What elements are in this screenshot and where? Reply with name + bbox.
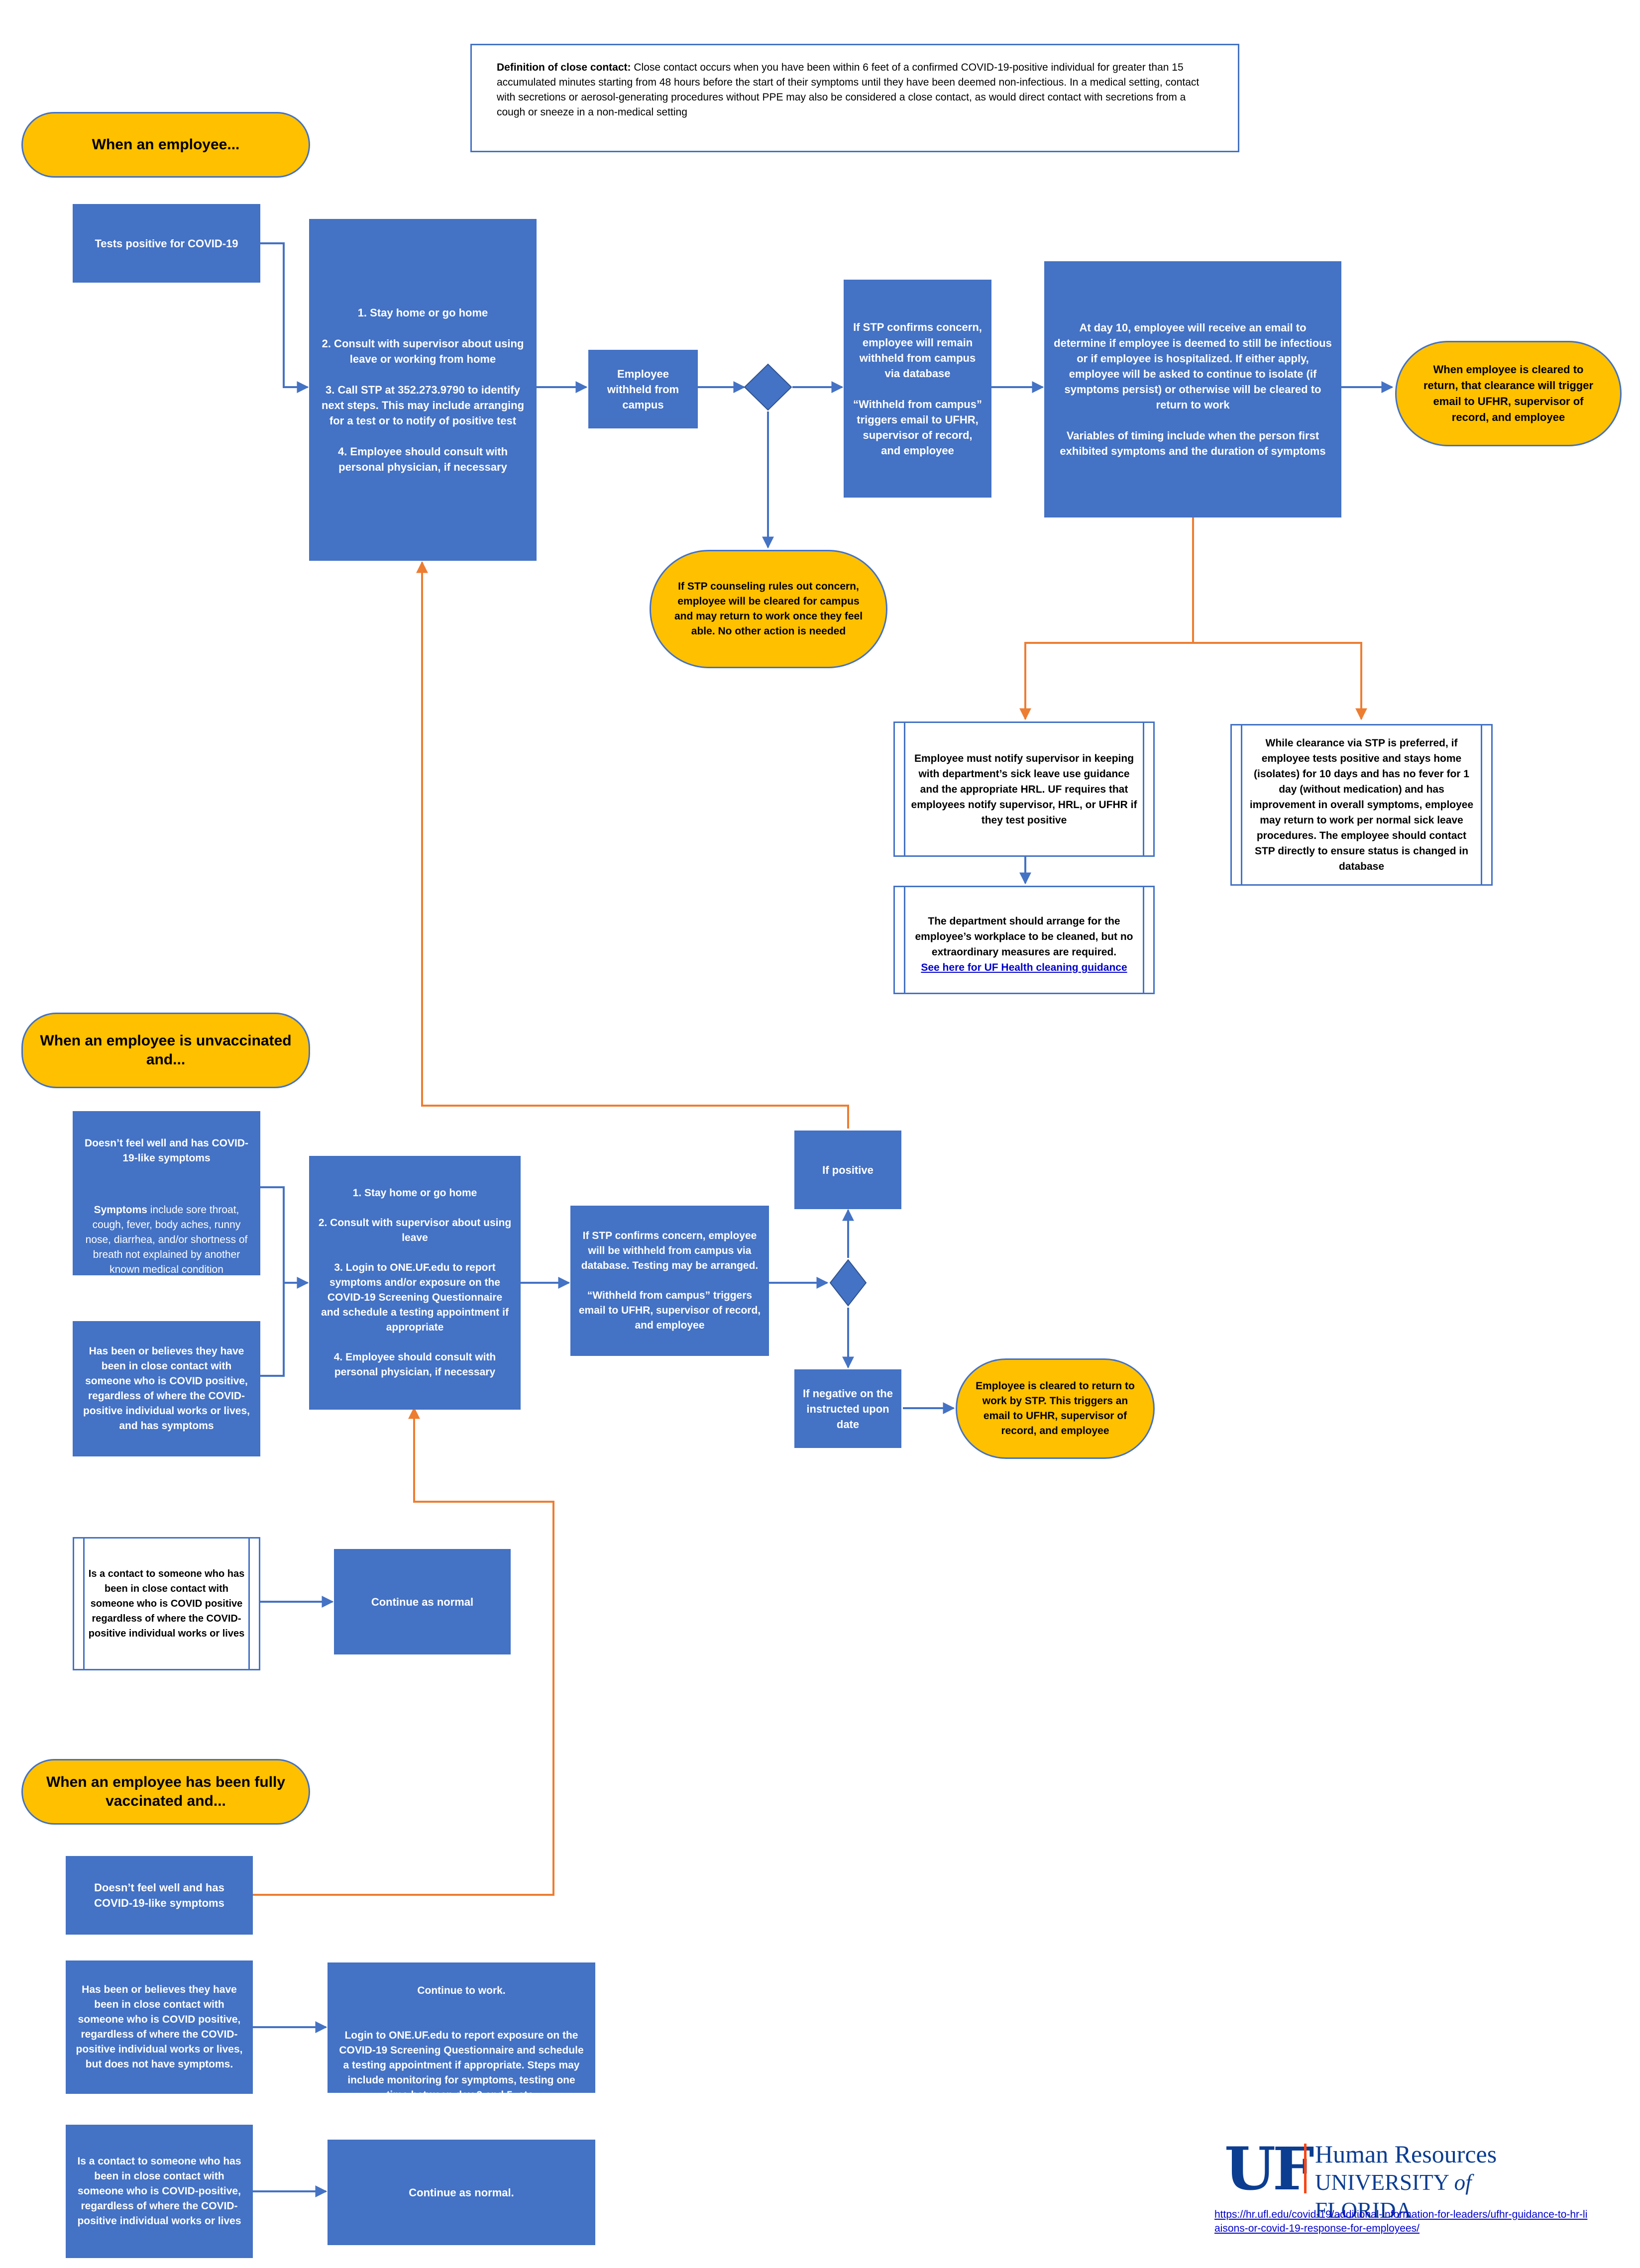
guidance-url-link[interactable]: https://hr.ufl.edu/covid-19/additional-i… — [1214, 2209, 1588, 2234]
cleared-by-stp-oval: Employee is cleared to return to work by… — [956, 1358, 1155, 1459]
unvax-stp-confirms-box: If STP confirms concern, employee will b… — [570, 1206, 769, 1356]
definition-label: Definition of close contact: — [497, 62, 631, 73]
logo-florida: FLORIDA — [1315, 2198, 1413, 2223]
decision-diamond-2 — [829, 1259, 867, 1307]
unvax-contact-of-contact-box: Is a contact to someone who has been in … — [73, 1537, 260, 1670]
section2-steps-box: 1. Stay home or go home 2. Consult with … — [309, 1156, 521, 1410]
arrow-day10-branch — [1019, 517, 1194, 721]
logo-human-resources: Human Resources — [1315, 2140, 1497, 2168]
logo-university-of-florida: UNIVERSITY of FLORIDA — [1315, 2168, 1573, 2224]
if-negative-box: If negative on the instructed upon date — [794, 1369, 901, 1448]
cleared-to-return-oval: When employee is cleared to return, that… — [1395, 341, 1622, 446]
continue-to-work-title: Continue to work. — [417, 1985, 506, 1996]
cleaning-guidance-box: The department should arrange for the em… — [893, 886, 1155, 994]
rules-out-concern-oval: If STP counseling rules out concern, emp… — [650, 550, 887, 668]
vax-close-contact-box: Has been or believes they have been in c… — [66, 1960, 253, 2094]
unvax-continue-normal-box: Continue as normal — [334, 1549, 511, 1654]
unvax-sick-title: Doesn’t feel well and has COVID-19-like … — [84, 1137, 249, 1164]
decision-diamond-1 — [744, 363, 792, 411]
tests-positive-box: Tests positive for COVID-19 — [73, 204, 260, 283]
uf-human-resources-logo: UF Human Resources UNIVERSITY of FLORIDA — [1224, 2134, 1573, 2223]
vax-sick-box: Doesn’t feel well and has COVID-19-like … — [66, 1856, 253, 1935]
stp-confirms-box: If STP confirms concern, employee will r… — [844, 280, 991, 498]
definition-text: Close contact occurs when you have been … — [497, 62, 1200, 118]
unvax-close-contact-box: Has been or believes they have been in c… — [73, 1321, 260, 1456]
uf-logo-mark: UF — [1224, 2134, 1314, 2203]
vax-continue-normal-box: Continue as normal. — [328, 2140, 595, 2245]
continue-to-work-box: Continue to work. Login to ONE.UF.edu to… — [328, 1962, 595, 2101]
clearance-preferred-box: While clearance via STP is preferred, if… — [1230, 724, 1493, 886]
arrow-unvax-sick-merge — [260, 1186, 285, 1377]
unvax-symptoms-label: Symptoms — [94, 1204, 147, 1216]
arrow-tests-positive-to-steps — [260, 242, 309, 393]
close-contact-definition: Definition of close contact: Close conta… — [470, 44, 1239, 152]
arrow-day10-branch-right — [1193, 642, 1367, 721]
arrow-vax-sick-to-steps2 — [253, 1407, 554, 1896]
cleaning-guidance-link[interactable]: See here for UF Health cleaning guidance — [921, 962, 1127, 973]
arrow-positive-loop-to-steps — [416, 561, 849, 1129]
cleaning-text: The department should arrange for the em… — [915, 916, 1133, 958]
must-notify-supervisor-box: Employee must notify supervisor in keepi… — [893, 722, 1155, 857]
if-positive-box: If positive — [794, 1131, 901, 1209]
vax-contact-of-contact-box: Is a contact to someone who has been in … — [66, 2125, 253, 2258]
section-heading-unvaccinated: When an employee is unvaccinated and... — [21, 1013, 310, 1088]
section-heading-vaccinated: When an employee has been fully vaccinat… — [21, 1759, 310, 1825]
logo-of: of — [1454, 2170, 1472, 2195]
unvax-sick-box: Doesn’t feel well and has COVID-19-like … — [73, 1111, 260, 1275]
logo-university: UNIVERSITY — [1315, 2170, 1454, 2195]
section-heading-employee: When an employee... — [21, 112, 310, 178]
day10-email-box: At day 10, employee will receive an emai… — [1044, 261, 1341, 517]
withheld-from-campus-box: Employee withheld from campus — [588, 350, 698, 428]
section1-steps-box: 1. Stay home or go home 2. Consult with … — [309, 219, 537, 561]
logo-divider — [1304, 2144, 1307, 2193]
unvax-symptoms-text: include sore throat, cough, fever, body … — [85, 1204, 248, 1275]
continue-to-work-text: Login to ONE.UF.edu to report exposure o… — [339, 2030, 584, 2101]
